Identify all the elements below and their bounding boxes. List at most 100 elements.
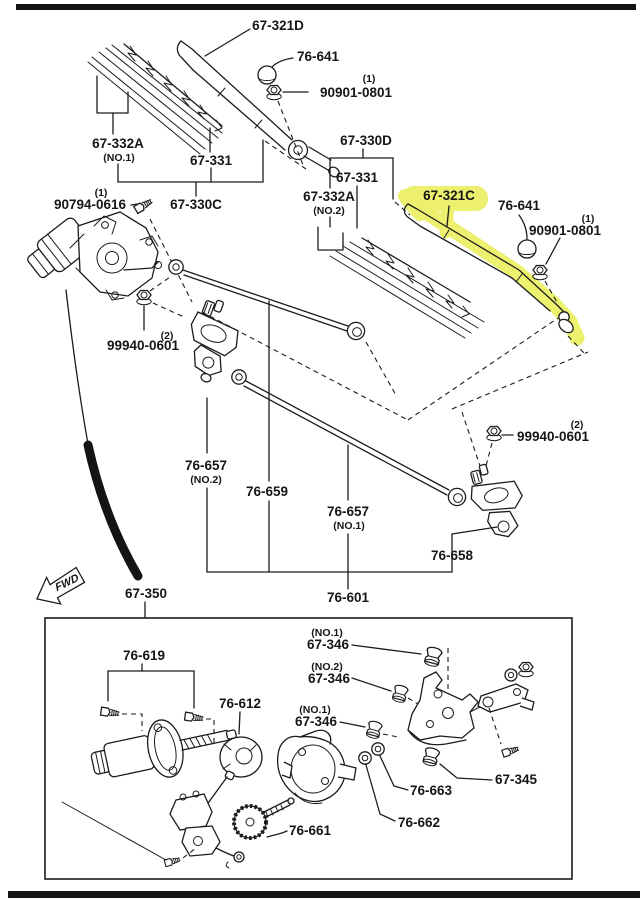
label-qty-top: (1) xyxy=(363,73,376,85)
label-76-662[interactable]: 76-662 xyxy=(398,815,440,830)
label-qty-motor-nut: (2) xyxy=(161,330,174,342)
bracket-76-619 xyxy=(107,663,195,709)
label-76-659[interactable]: 76-659 xyxy=(246,484,288,499)
leader-switch-screw xyxy=(61,801,167,861)
wiper-blade-assembly-no1 xyxy=(87,43,223,155)
mount-nut-99940-0601-right xyxy=(486,425,502,442)
label-76-619[interactable]: 76-619 xyxy=(123,648,165,663)
leader-67-345 xyxy=(439,763,493,781)
label-67-321d[interactable]: 67-321D xyxy=(252,18,304,33)
link-rod-lower xyxy=(231,369,467,507)
dash-nut-to-arm xyxy=(277,100,304,166)
label-76-657-no1[interactable]: 76-657 xyxy=(327,504,369,519)
label-no2-link: (NO.2) xyxy=(190,474,222,486)
wiper-blade-assembly-no2 xyxy=(329,237,485,339)
leader-67-346-c xyxy=(339,721,366,728)
label-76-657-no2[interactable]: 76-657 xyxy=(185,458,227,473)
dash-switch-screw xyxy=(182,847,197,859)
dash-nut-pivot-right xyxy=(485,442,493,467)
park-switch-assembly xyxy=(169,776,245,869)
wiper-arm-67-321c[interactable] xyxy=(403,203,575,335)
washer-76-662 xyxy=(358,751,396,822)
dash-bolt-to-pivot xyxy=(149,218,193,303)
label-qty-bolt: (1) xyxy=(95,187,108,199)
label-67-331-no2[interactable]: 67-331 xyxy=(336,170,379,185)
link-arm-and-nut xyxy=(477,661,535,713)
dash-grommet-b xyxy=(407,697,424,708)
rear-wiper-assembly-box xyxy=(44,617,573,880)
washer-76-663 xyxy=(371,742,409,791)
grommet-67-345 xyxy=(421,745,441,768)
dash-nut-armtip xyxy=(544,280,559,305)
label-no1-link: (NO.1) xyxy=(333,520,365,532)
label-76-601[interactable]: 76-601 xyxy=(327,590,370,605)
label-no2-g2: (NO.2) xyxy=(311,661,343,673)
leader-67-346-a xyxy=(351,644,422,655)
leader-76-663 xyxy=(379,755,409,791)
pivot-nut-90901-0801-top xyxy=(266,84,282,101)
label-no1-g1: (NO.1) xyxy=(311,627,343,639)
rear-plate-76-612 xyxy=(219,711,263,781)
label-90794-0616[interactable]: 90794-0616 xyxy=(54,197,127,212)
rear-mount-bolt-2 xyxy=(183,711,205,724)
rear-wiper-motor xyxy=(90,719,237,778)
label-67-321c-highlighted[interactable]: 67-321C xyxy=(423,188,475,203)
dash-nut-pivot2 xyxy=(152,302,185,318)
front-wiper-motor xyxy=(27,211,163,301)
gear-housing xyxy=(276,729,357,804)
top-rule xyxy=(16,4,636,10)
leader-67-321d xyxy=(204,28,251,57)
label-67-331-no1[interactable]: 67-331 xyxy=(190,153,233,168)
label-90901-0801-right[interactable]: 90901-0801 xyxy=(529,223,602,238)
label-67-346-b[interactable]: 67-346 xyxy=(308,671,351,686)
label-no2-refill: (NO.2) xyxy=(313,205,345,217)
label-76-658[interactable]: 76-658 xyxy=(431,548,474,563)
gear-76-661 xyxy=(232,797,295,840)
pivot-assembly-left xyxy=(190,299,239,383)
label-qty-pivot-nut: (2) xyxy=(571,419,584,431)
bracket-67-330c xyxy=(117,127,307,197)
grommet-67-346-no1-a xyxy=(422,645,444,669)
label-76-661[interactable]: 76-661 xyxy=(289,823,332,838)
bracket-linkage-labels xyxy=(206,300,498,590)
label-67-346-c[interactable]: 67-346 xyxy=(295,714,338,729)
leader-76-661 xyxy=(266,830,288,838)
label-67-332a-no2[interactable]: 67-332A xyxy=(303,189,355,204)
leader-90901-right xyxy=(545,237,561,265)
label-67-330c[interactable]: 67-330C xyxy=(170,197,222,212)
label-76-612[interactable]: 76-612 xyxy=(219,696,261,711)
grommet-67-346-no1-b xyxy=(364,719,384,741)
label-76-641-right[interactable]: 76-641 xyxy=(498,198,541,213)
label-76-641-top[interactable]: 76-641 xyxy=(297,49,340,64)
leader-67-321c xyxy=(446,205,450,227)
switch-screw xyxy=(163,855,182,868)
fwd-arrow: FWD xyxy=(36,566,86,605)
assembly-dash-lines xyxy=(201,311,589,467)
label-no1-g3: (NO.1) xyxy=(299,704,331,716)
label-99940-0601-right[interactable]: 99940-0601 xyxy=(517,429,590,444)
label-90901-0801-top[interactable]: 90901-0801 xyxy=(320,85,393,100)
label-qty-right: (1) xyxy=(582,213,595,225)
mount-nut-99940-0601-left xyxy=(136,289,152,306)
label-67-346-a[interactable]: 67-346 xyxy=(307,637,350,652)
leader-76-641-top xyxy=(271,57,294,68)
leader-76-662 xyxy=(365,764,396,822)
label-67-330d[interactable]: 67-330D xyxy=(340,133,392,148)
label-76-663[interactable]: 76-663 xyxy=(410,783,453,798)
wiper-arm-67-321d xyxy=(176,28,340,178)
label-99940-0601-left[interactable]: 99940-0601 xyxy=(107,338,180,353)
dash-nut-motor xyxy=(149,276,171,292)
label-67-345[interactable]: 67-345 xyxy=(495,772,538,787)
leader-76-641-right xyxy=(518,214,528,240)
label-67-350[interactable]: 67-350 xyxy=(125,586,167,601)
bottom-rule xyxy=(8,891,640,898)
leader-90794 xyxy=(130,203,139,206)
refill-box-no2 xyxy=(317,226,344,251)
label-67-332a-no1[interactable]: 67-332A xyxy=(92,136,144,151)
grommet-67-346-no2 xyxy=(390,683,410,705)
mount-bracket-plate xyxy=(407,671,483,746)
bracket-67-330d xyxy=(317,148,411,251)
pivot-assembly-right xyxy=(470,463,523,538)
